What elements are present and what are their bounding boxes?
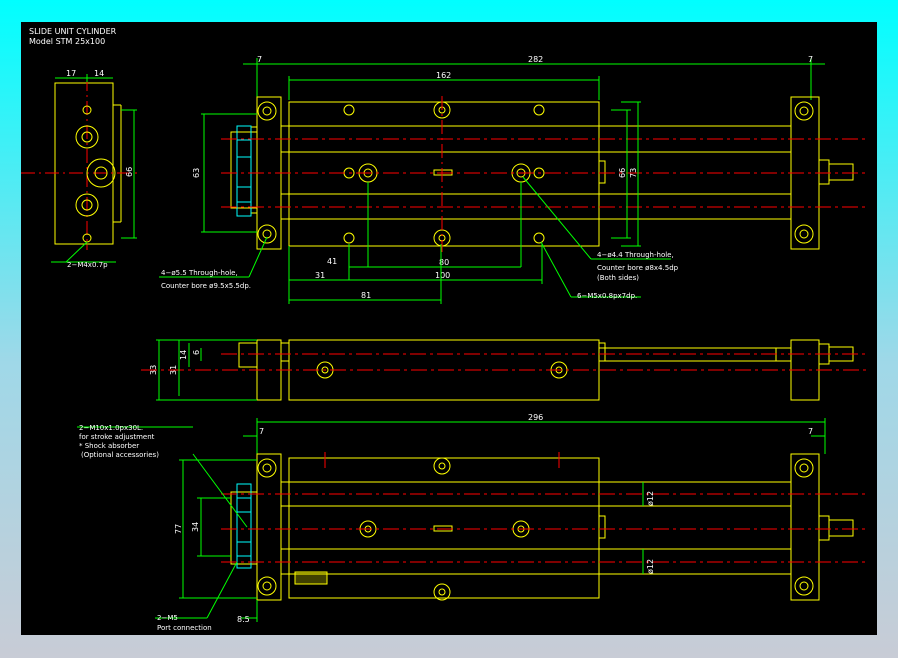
side-view: 33 31 14 6 <box>141 339 866 401</box>
dim-7-bottom-right: 7 <box>808 427 813 436</box>
dim-81: 81 <box>361 291 371 300</box>
end-view: 17 14 66 2−M4x0.7p <box>21 69 141 269</box>
cylinder-body-bottom <box>288 457 600 599</box>
dim-6-side: 6 <box>192 350 201 355</box>
dim-100: 100 <box>435 271 450 280</box>
dim-282: 282 <box>528 55 543 64</box>
dim-14: 14 <box>94 69 104 78</box>
dim-7-left: 7 <box>257 55 262 64</box>
cad-drawing-canvas: SLIDE UNIT CYLINDER Model STM 25x100 17 … <box>21 22 877 635</box>
dim-162: 162 <box>436 71 451 80</box>
drawing-title: SLIDE UNIT CYLINDER <box>29 27 117 36</box>
rod-bore <box>75 125 99 149</box>
top-view: 7 282 7 162 <box>159 55 866 304</box>
cyan-fitting <box>236 125 252 217</box>
note-m10-3: * Shock absorber <box>79 442 139 450</box>
dim-73: 73 <box>629 168 638 178</box>
note-m5-2: Port connection <box>157 624 212 632</box>
dim-8-5: 8.5 <box>237 615 250 624</box>
model-label: Model STM 25x100 <box>29 37 105 46</box>
nameplate <box>294 571 328 585</box>
note-m5x08: 6−M5x0.8px7dp. <box>577 292 637 300</box>
note-bore55-2: Counter bore ø9.5x5.5dp. <box>161 282 251 290</box>
dim-phi12-top: ø12 <box>646 491 655 506</box>
note-bore55-1: 4−ø5.5 Through-hole, <box>161 269 238 277</box>
dim-34: 34 <box>191 522 200 532</box>
dim-66-side: 66 <box>125 167 134 177</box>
dim-63: 63 <box>192 168 201 178</box>
note-m10-4: (Optional accessories) <box>81 451 159 459</box>
dim-33: 33 <box>149 365 158 375</box>
cad-drawing: SLIDE UNIT CYLINDER Model STM 25x100 17 … <box>21 27 866 632</box>
dim-31: 31 <box>315 271 325 280</box>
center-bore <box>86 158 116 188</box>
note-m10-1: 2−M10x1.0px30L. <box>79 424 143 432</box>
note-m5-1: 2−M5 <box>157 614 178 622</box>
dim-41: 41 <box>327 257 337 266</box>
dim-77: 77 <box>174 524 183 534</box>
end-plate-outline <box>54 82 114 245</box>
cylinder-body <box>288 101 600 247</box>
dim-66: 66 <box>618 168 627 178</box>
bottom-view: 296 7 7 <box>77 413 866 632</box>
dim-7-bottom-left: 7 <box>259 427 264 436</box>
dim-7-right: 7 <box>808 55 813 64</box>
dim-14-side: 14 <box>179 350 188 360</box>
dim-296: 296 <box>528 413 543 422</box>
note-m4: 2−M4x0.7p <box>67 261 108 269</box>
note-bore44-2: Counter bore ø8x4.5dp <box>597 264 679 272</box>
cyan-fitting <box>236 483 252 569</box>
dim-17: 17 <box>66 69 76 78</box>
dim-phi12-bottom: ø12 <box>646 559 655 574</box>
note-m10-2: for stroke adjustment <box>79 433 155 441</box>
rod-bore <box>75 193 99 217</box>
note-bore44-1: 4−ø4.4 Through-hole, <box>597 251 674 259</box>
dim-31-side: 31 <box>169 365 178 375</box>
dim-80: 80 <box>439 258 449 267</box>
note-bore44-3: (Both sides) <box>597 274 639 282</box>
tap-hole <box>82 105 92 115</box>
